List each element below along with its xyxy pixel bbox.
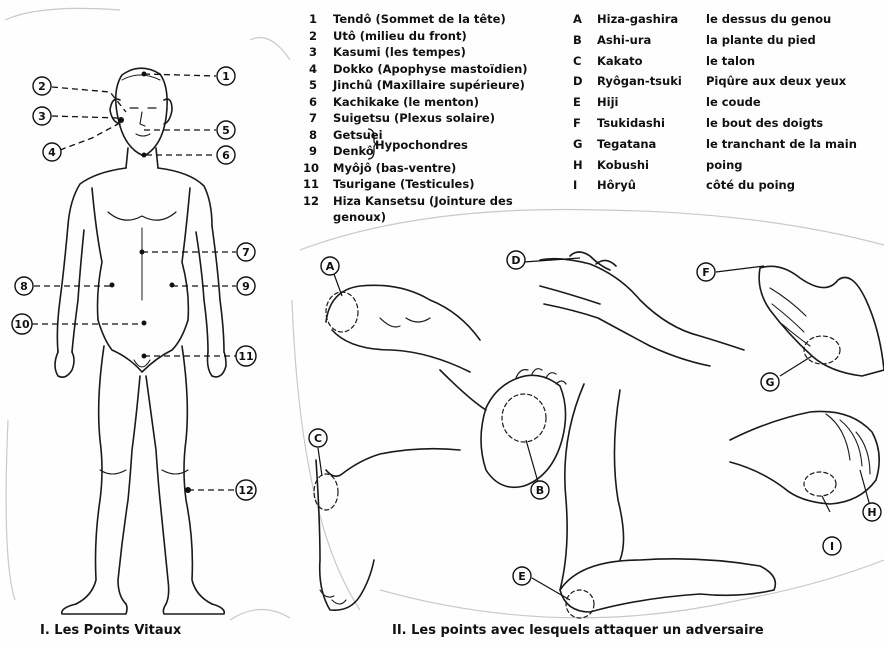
callout-C-label: C xyxy=(314,432,322,445)
attack-point-letter: C xyxy=(573,54,581,68)
limb-leaders xyxy=(318,258,870,600)
caption-right: II. Les points avec lesquels attaquer un… xyxy=(392,623,764,638)
vital-point-text: Hiza Kansetsu (Jointure des xyxy=(333,194,513,208)
callout-D-label: D xyxy=(511,254,520,267)
attack-point-definition: le talon xyxy=(706,54,755,68)
vital-point-number: 6 xyxy=(309,95,317,109)
callout-F-label: F xyxy=(702,266,710,279)
callout-1-label: 1 xyxy=(222,70,230,83)
attack-point-letter: B xyxy=(573,33,582,47)
attack-point-term: Ryôgan-tsuki xyxy=(597,74,682,88)
attack-point-term: Hôryû xyxy=(597,178,636,192)
vital-point-text: Jinchû (Maxillaire supérieure) xyxy=(333,78,525,92)
callout-10-label: 10 xyxy=(14,318,30,331)
attack-point-definition: le coude xyxy=(706,95,761,109)
legend-12-continuation: genoux) xyxy=(333,210,386,224)
vital-point-text: Utô (milieu du front) xyxy=(333,29,467,43)
callout-5-label: 5 xyxy=(222,124,230,137)
callout-11-label: 11 xyxy=(238,350,253,363)
vital-point-number: 10 xyxy=(303,161,319,175)
open-hand-drawing xyxy=(759,266,884,376)
callout-I-label: I xyxy=(830,540,834,553)
attack-point-letter: E xyxy=(573,95,581,109)
vital-point-text: Myôjô (bas-ventre) xyxy=(333,161,456,175)
callout-2-label: 2 xyxy=(38,80,46,93)
attack-point-term: Ashi-ura xyxy=(597,33,651,47)
fist-drawing xyxy=(730,411,879,504)
vital-point-text: Tsurigane (Testicules) xyxy=(333,177,474,191)
attack-point-term: Hiza-gashira xyxy=(597,12,678,26)
vital-point-text: Kasumi (les tempes) xyxy=(333,45,466,59)
vital-dots xyxy=(110,72,192,494)
attack-point-letter: F xyxy=(573,116,581,130)
attack-point-definition: côté du poing xyxy=(706,178,795,192)
vital-point-number: 5 xyxy=(309,78,317,92)
attack-point-term: Kobushi xyxy=(597,158,649,172)
attack-point-term: Tsukidashi xyxy=(597,116,665,130)
vital-point-number: 3 xyxy=(309,45,317,59)
callout-B-label: B xyxy=(536,484,544,497)
callout-H-label: H xyxy=(867,506,876,519)
callout-6-label: 6 xyxy=(222,149,230,162)
vital-point-number: 2 xyxy=(309,29,317,43)
hypochondres-bracket xyxy=(366,127,386,161)
attack-point-definition: Piqûre aux deux yeux xyxy=(706,74,846,88)
attack-point-letter: I xyxy=(573,178,577,192)
vital-point-number: 7 xyxy=(309,111,317,125)
attack-point-term: Tegatana xyxy=(597,137,656,151)
limb-illustrations xyxy=(314,252,884,618)
attack-point-definition: la plante du pied xyxy=(706,33,816,47)
vital-point-text: Tendô (Sommet de la tête) xyxy=(333,12,506,26)
callout-7-label: 7 xyxy=(242,246,250,259)
attack-point-definition: le bout des doigts xyxy=(706,116,823,130)
callout-8-label: 8 xyxy=(20,280,28,293)
attack-point-letter: D xyxy=(573,74,583,88)
vital-point-number: 8 xyxy=(309,128,317,142)
attack-point-letter: A xyxy=(573,12,582,26)
vital-point-text: Kachikake (le menton) xyxy=(333,95,479,109)
limb-callouts xyxy=(309,251,881,585)
vital-point-number: 9 xyxy=(309,144,317,158)
vital-point-number: 11 xyxy=(303,177,319,191)
attack-point-definition: le tranchant de la main xyxy=(706,137,857,151)
attack-point-term: Hiji xyxy=(597,95,618,109)
caption-left: I. Les Points Vitaux xyxy=(40,623,181,638)
callout-9-label: 9 xyxy=(242,280,250,293)
knee-drawing xyxy=(326,285,480,372)
elbow-drawing xyxy=(560,559,775,612)
vital-point-number: 12 xyxy=(303,194,319,208)
human-figure xyxy=(55,68,226,614)
callout-12-label: 12 xyxy=(238,484,253,497)
foot-drawing xyxy=(481,375,566,487)
vital-point-text: Dokko (Apophyse mastoïdien) xyxy=(333,62,528,76)
callout-4-label: 4 xyxy=(48,146,56,159)
callout-E-label: E xyxy=(518,570,526,583)
callout-A-label: A xyxy=(326,260,335,273)
callout-G-label: G xyxy=(765,376,774,389)
attack-point-definition: le dessus du genou xyxy=(706,12,831,26)
attack-point-letter: H xyxy=(573,158,583,172)
attack-point-definition: poing xyxy=(706,158,743,172)
callout-3-label: 3 xyxy=(38,110,46,123)
hypochondres-label: Hypochondres xyxy=(375,138,468,152)
heel-drawing xyxy=(316,449,460,611)
vital-point-number: 4 xyxy=(309,62,317,76)
vital-point-text: Suigetsu (Plexus solaire) xyxy=(333,111,495,125)
vital-point-number: 1 xyxy=(309,12,317,26)
attack-point-term: Kakato xyxy=(597,54,642,68)
attack-point-letter: G xyxy=(573,137,582,151)
